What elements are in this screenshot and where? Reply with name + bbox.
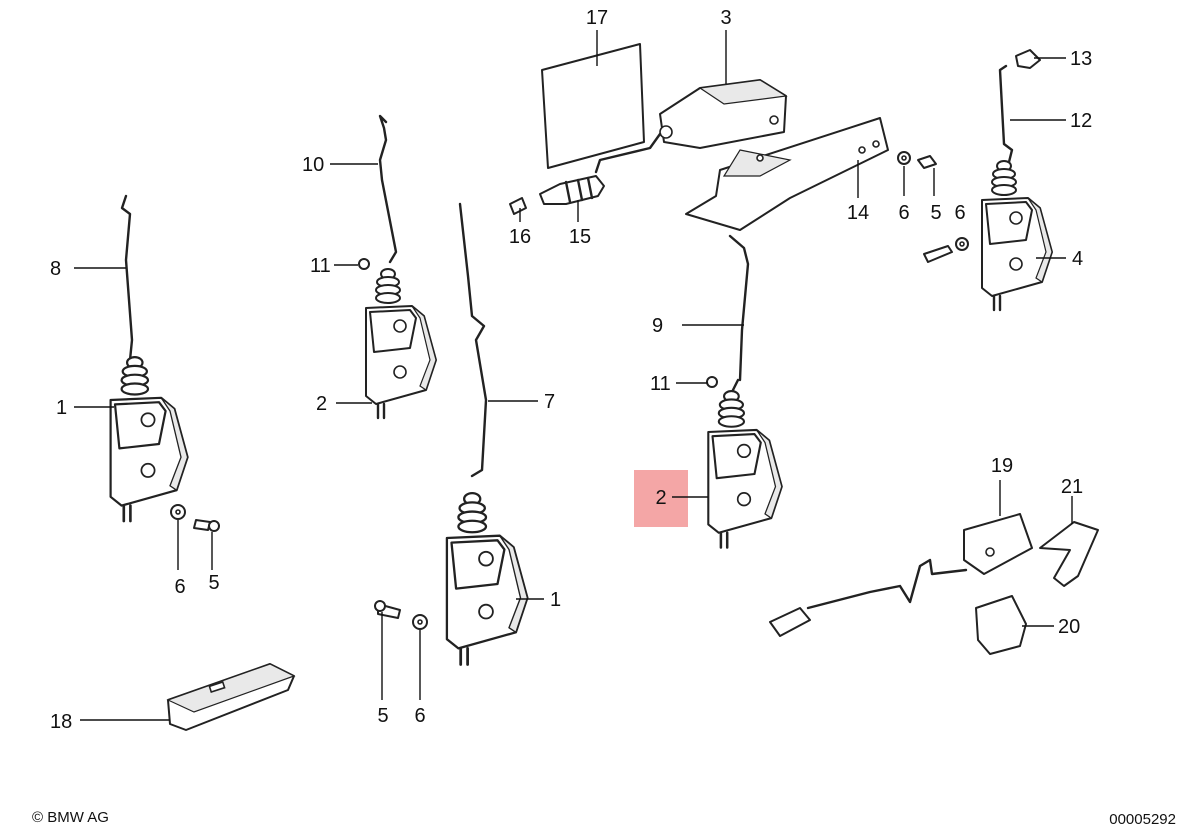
callout-10: 10 xyxy=(302,154,324,176)
callout-11-a: 11 xyxy=(310,255,331,277)
callout-2-middle: 2 xyxy=(316,393,327,415)
callout-13: 13 xyxy=(1070,48,1092,70)
callout-6-right-a: 6 xyxy=(898,202,909,224)
part-15-switch xyxy=(539,175,605,205)
callout-17: 17 xyxy=(586,7,608,29)
callout-2-highlighted: 2 xyxy=(655,487,666,509)
image-number: 00005292 xyxy=(1109,811,1176,828)
part-20-clip xyxy=(975,595,1027,655)
part-6-washer-c xyxy=(412,614,428,630)
callout-16: 16 xyxy=(509,226,531,248)
part-10-rod xyxy=(378,114,398,264)
callout-11-b: 11 xyxy=(650,373,671,395)
part-12-rod xyxy=(998,64,1014,168)
part-21-bracket xyxy=(1039,521,1099,587)
part-5-screw-a xyxy=(917,155,937,169)
part-5-screw-c xyxy=(374,600,401,619)
part-7-rod xyxy=(458,202,488,478)
part-1-actuator-lower xyxy=(445,491,529,666)
part-17-plate xyxy=(541,43,645,169)
callout-labels: 17 3 13 12 14 6 5 6 4 16 15 10 11 2 7 8 … xyxy=(50,7,1092,733)
part-2-actuator-middle xyxy=(364,267,438,420)
part-11-clip-a xyxy=(358,258,370,270)
callout-5-left: 5 xyxy=(208,572,219,594)
part-9-rod xyxy=(728,234,750,394)
callout-20: 20 xyxy=(1058,616,1080,638)
callout-5-lower: 5 xyxy=(377,705,388,727)
part-5-screw-d xyxy=(193,519,220,532)
part-19-microswitch xyxy=(769,513,1033,637)
part-2-actuator-right xyxy=(707,389,784,549)
callout-14: 14 xyxy=(847,202,869,224)
part-1-actuator-left xyxy=(109,355,189,523)
part-6-washer-d xyxy=(170,504,186,520)
part-11-clip-b xyxy=(706,376,718,388)
callout-6-left: 6 xyxy=(174,576,185,598)
callout-5-right: 5 xyxy=(930,202,941,224)
callout-9: 9 xyxy=(652,315,663,337)
part-18-housing xyxy=(166,663,296,731)
part-13-clip xyxy=(1015,49,1041,69)
callout-21: 21 xyxy=(1061,476,1083,498)
callout-12: 12 xyxy=(1070,110,1092,132)
callout-18: 18 xyxy=(50,711,72,733)
part-4-actuator xyxy=(980,159,1054,312)
part-5-screw-b xyxy=(923,245,953,263)
callout-1-left: 1 xyxy=(56,397,67,419)
highlight-box xyxy=(634,470,688,527)
callout-7: 7 xyxy=(544,391,555,413)
copyright-text: © BMW AG xyxy=(32,809,109,826)
callout-15: 15 xyxy=(569,226,591,248)
leader-lines xyxy=(74,30,1073,721)
callout-8: 8 xyxy=(50,258,61,280)
callout-3: 3 xyxy=(720,7,731,29)
part-3-control-unit xyxy=(594,79,788,174)
part-6-washer-a xyxy=(897,151,911,165)
part-16-nut xyxy=(509,197,527,215)
callout-6-right-b: 6 xyxy=(954,202,965,224)
part-6-washer-b xyxy=(955,237,969,251)
callout-4: 4 xyxy=(1072,248,1083,270)
callout-19: 19 xyxy=(991,455,1013,477)
callout-1-lower: 1 xyxy=(550,589,561,611)
callout-6-lower: 6 xyxy=(414,705,425,727)
part-14-bracket xyxy=(685,117,889,231)
part-8-rod xyxy=(120,194,134,362)
